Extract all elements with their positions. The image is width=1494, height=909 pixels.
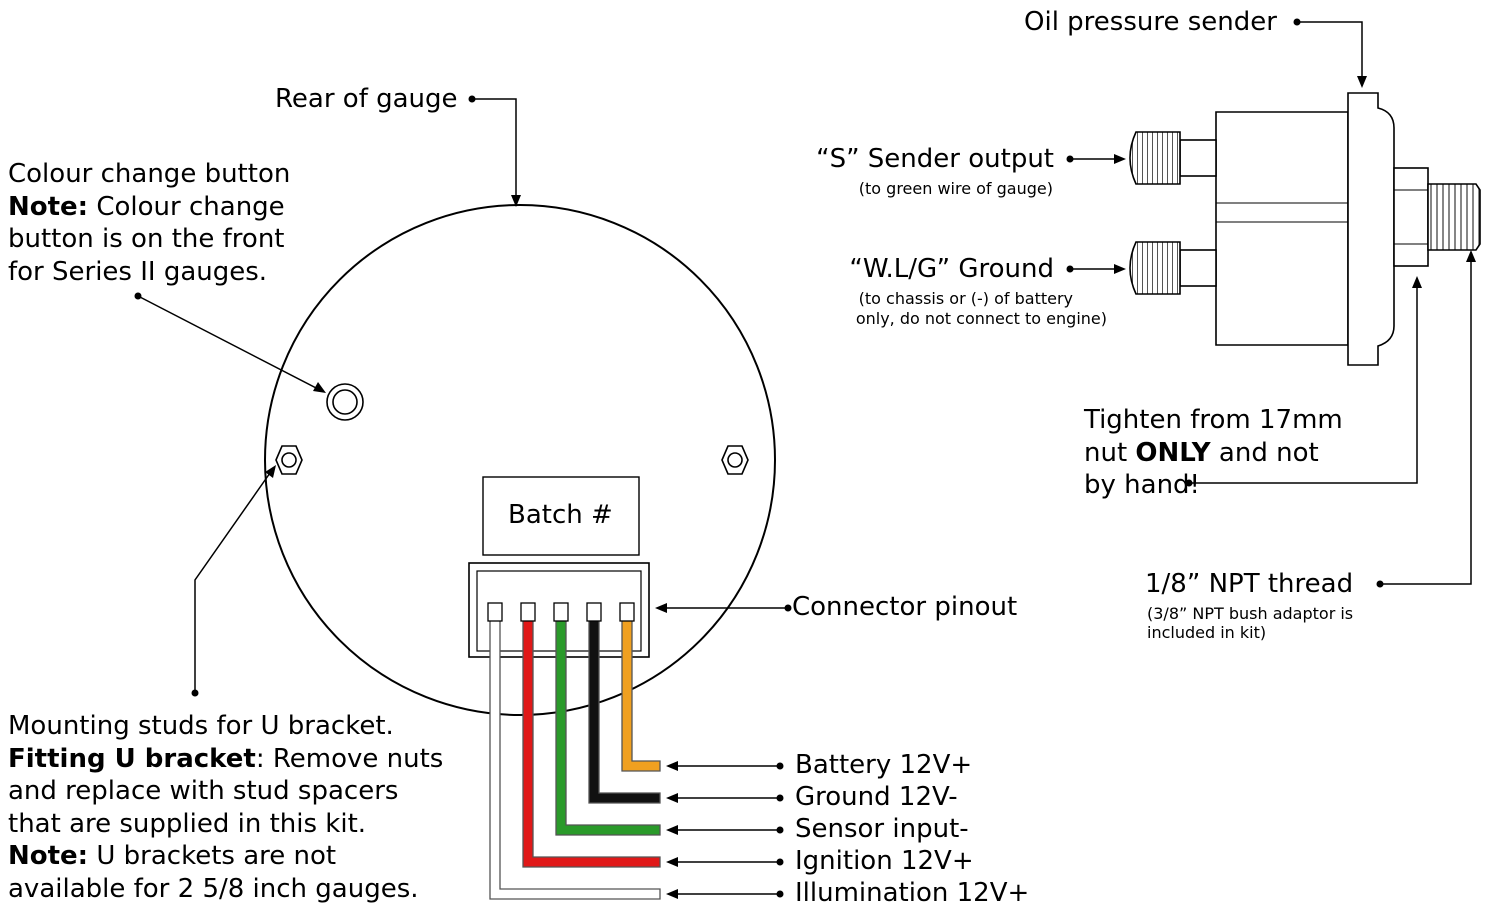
wire-leader-arrow xyxy=(666,857,678,867)
colour-button-note-bold: Note: xyxy=(8,191,89,222)
thread-sub2: included in kit) xyxy=(1147,623,1267,642)
rear-of-gauge-label: Rear of gauge xyxy=(275,84,458,114)
mounting-line6: available for 2 5/8 inch gauges. xyxy=(8,873,419,904)
oil-pressure-sender-label: Oil pressure sender xyxy=(1024,7,1277,37)
connector-pin xyxy=(553,602,569,622)
wire-leader-dot xyxy=(776,858,784,866)
wire-leader-dot xyxy=(776,890,784,898)
wire-label: Illumination 12V+ xyxy=(795,878,1030,908)
connector-pinout-label: Connector pinout xyxy=(792,592,1018,622)
mounting-note-bold: Note: xyxy=(8,841,89,871)
wlg-ground-sub2: only, do not connect to engine) xyxy=(855,309,1107,328)
terminal-wlg-icon xyxy=(1129,241,1217,295)
batch-label: Batch # xyxy=(508,500,613,530)
mounting-line2: : Remove nuts xyxy=(255,743,444,774)
leader-mounting-studs xyxy=(194,472,271,693)
wlg-ground-label: “W.L/G” Ground xyxy=(849,254,1054,284)
connector-pin xyxy=(586,602,602,622)
oil-pressure-sender-drawing xyxy=(1129,92,1481,366)
tighten-note: Tighten from 17mm nut ONLY and not by ha… xyxy=(1084,404,1343,502)
tighten-line3: by hand! xyxy=(1084,470,1200,500)
colour-button-note: Colour change button Note: Colour change… xyxy=(8,158,290,288)
colour-button-line1: Colour change button xyxy=(8,159,291,189)
connector-pin xyxy=(487,602,503,622)
leader-oil-pressure-sender xyxy=(1297,21,1363,78)
wire-label: Battery 12V+ xyxy=(795,750,973,780)
colour-button-line2: Colour change xyxy=(88,191,285,222)
leader-rear-of-gauge xyxy=(472,98,517,198)
terminal-s-icon xyxy=(1129,131,1217,185)
wire-leader-dot xyxy=(776,794,784,802)
colour-change-button-icon xyxy=(326,383,364,421)
thread-title: 1/8” NPT thread xyxy=(1145,569,1354,599)
wire-leader-arrow xyxy=(666,825,678,835)
tighten-line2-pre: nut xyxy=(1084,437,1136,468)
wire-label: Ground 12V- xyxy=(795,782,958,812)
mounting-fitting-bold: Fitting U bracket xyxy=(8,743,256,774)
mounting-line4: that are supplied in this kit. xyxy=(8,808,367,839)
mounting-line5: U brackets are not xyxy=(88,841,337,871)
mounting-stud-right-icon xyxy=(721,445,749,475)
leader-colour-button xyxy=(137,295,321,391)
s-output-label: “S” Sender output xyxy=(816,144,1054,174)
wire-label: Sensor input- xyxy=(795,814,969,844)
tighten-line1: Tighten from 17mm xyxy=(1084,405,1343,435)
tighten-line2-post: and not xyxy=(1210,437,1319,468)
connector-pin xyxy=(520,602,536,622)
s-output-sub: (to green wire of gauge) xyxy=(858,179,1053,198)
wire-label: Ignition 12V+ xyxy=(795,846,974,876)
thread-sub1: (3/8” NPT bush adaptor is xyxy=(1147,604,1354,623)
colour-button-line3: button is on the front xyxy=(8,224,285,254)
mounting-line3: and replace with stud spacers xyxy=(8,776,399,806)
mounting-stud-left-icon xyxy=(275,445,303,475)
wire-leader-dot xyxy=(776,826,784,834)
leader-tighten xyxy=(1189,286,1418,484)
connector-pin xyxy=(619,602,635,622)
batch-label-box xyxy=(482,476,640,556)
mounting-note: Mounting studs for U bracket. Fitting U … xyxy=(8,710,443,905)
wire-leader-arrow xyxy=(666,793,678,803)
tighten-only: ONLY xyxy=(1135,437,1211,468)
leader-thread xyxy=(1380,260,1472,585)
wire-leader-dot xyxy=(776,762,784,770)
wire-leader-arrow xyxy=(666,889,678,899)
colour-button-line4: for Series II gauges. xyxy=(8,256,268,287)
wlg-ground-sub1: (to chassis or (-) of battery xyxy=(858,289,1073,308)
mounting-line1: Mounting studs for U bracket. xyxy=(8,711,394,741)
wire-leader-arrow xyxy=(666,761,678,771)
